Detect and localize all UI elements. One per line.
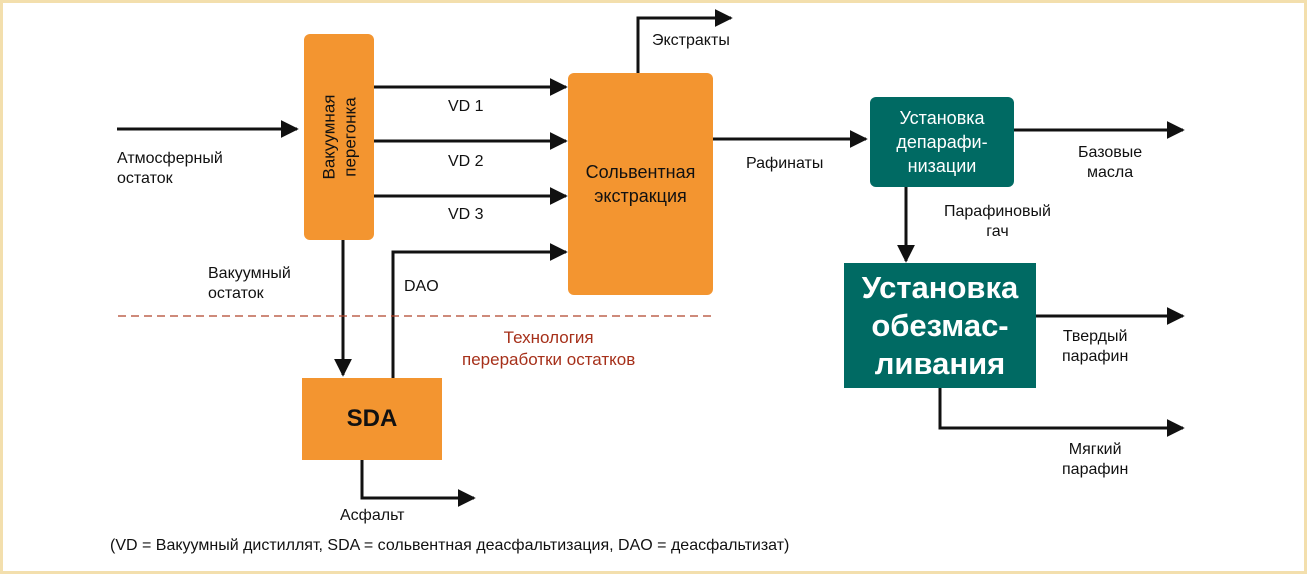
footnote: (VD = Вакуумный дистиллят, SDA = сольвен… <box>110 537 790 554</box>
slack-wax-label: Парафиновый гач <box>944 203 1051 240</box>
deoiling-box: Установка обезмас- ливания <box>844 263 1036 388</box>
arrow-soft-wax <box>938 388 1185 437</box>
vd3-label: VD 3 <box>448 206 484 223</box>
vd2-label: VD 2 <box>448 153 484 170</box>
deoiling-label: Установка обезмас- ливания <box>861 269 1019 381</box>
sda-label: SDA <box>346 405 398 432</box>
hard-wax-label: Твердый парафин <box>1062 328 1129 365</box>
vacuum-distillation-label: Вакуумная перегонка <box>319 94 359 180</box>
arrow-dao <box>391 243 568 378</box>
solvent-extraction-box: Сольвентная экстракция <box>568 73 713 295</box>
residue-tech-label: Технология переработки остатков <box>462 328 636 369</box>
extracts-label: Экстракты <box>652 32 730 49</box>
vd1-label: VD 1 <box>448 98 484 115</box>
arrow-extracts <box>636 9 733 73</box>
vacuum-distillation-box: Вакуумная перегонка <box>304 34 374 240</box>
dao-label: DAO <box>404 278 439 295</box>
asphalt-label: Асфальт <box>340 507 405 524</box>
atm-residue-label: Атмосферный остаток <box>117 150 223 187</box>
raffinates-label: Рафинаты <box>746 155 824 172</box>
soft-wax-label: Мягкий парафин <box>1062 441 1129 478</box>
vac-residue-label: Вакуумный остаток <box>208 265 291 302</box>
base-oils-label: Базовые масла <box>1078 144 1143 181</box>
dewaxing-box: Установка депарафи- низации <box>870 97 1014 187</box>
sda-box: SDA <box>302 378 442 460</box>
solvent-extraction-label: Сольвентная экстракция <box>585 162 696 206</box>
arrow-asphalt <box>360 460 476 507</box>
dewaxing-label: Установка депарафи- низации <box>896 108 988 176</box>
